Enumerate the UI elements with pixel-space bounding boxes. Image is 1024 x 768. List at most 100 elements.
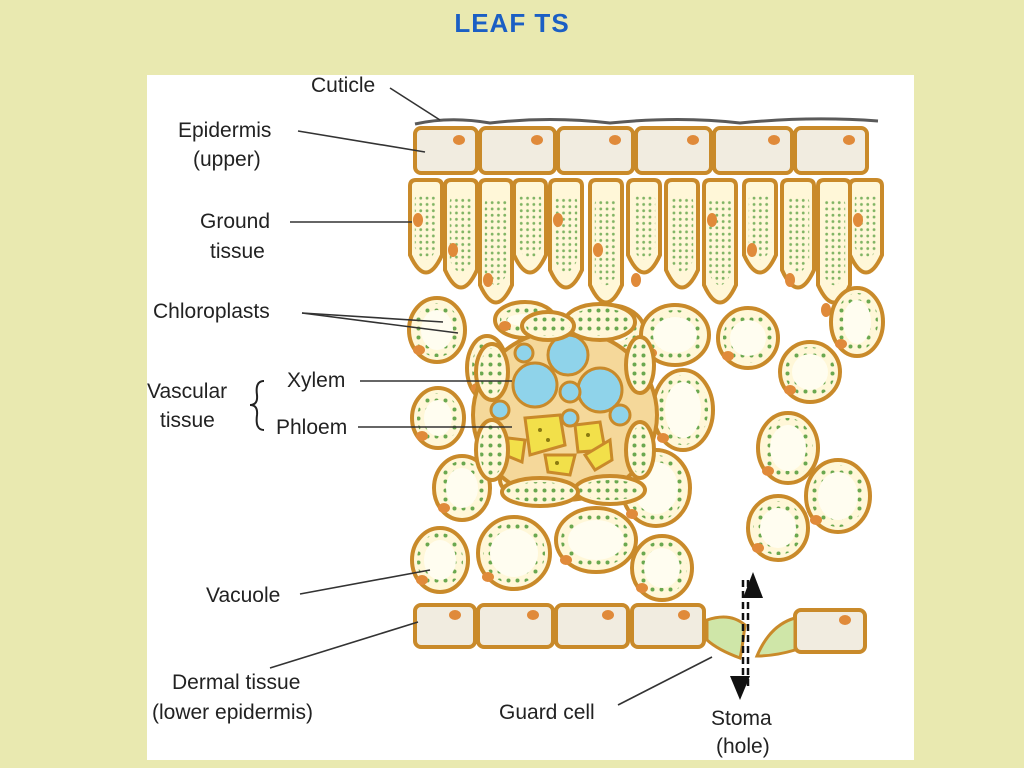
cuticle-layer (414, 117, 879, 126)
vacuole (770, 425, 806, 471)
nucleus (678, 610, 690, 620)
nucleus (762, 466, 774, 476)
vacuole (644, 548, 680, 588)
nucleus (413, 213, 423, 227)
label-guard-cell: Guard cell (499, 701, 595, 724)
page-title: LEAF TS (454, 8, 570, 38)
nucleus (438, 503, 450, 513)
epidermis-cell (630, 603, 706, 649)
vascular-bundle (471, 302, 659, 508)
xylem-vessels (489, 333, 632, 428)
nucleus (810, 515, 822, 525)
chloroplast-group (449, 197, 473, 273)
chloroplast-group (670, 197, 694, 273)
chloroplast-group (480, 424, 504, 476)
vacuole (730, 320, 766, 356)
nucleus (839, 615, 851, 625)
nucleus (768, 135, 780, 145)
vacuole (665, 382, 701, 438)
label-epidermis: Epidermis (178, 119, 271, 142)
epidermis-cell (554, 603, 630, 649)
chloroplast-group (594, 199, 618, 286)
epidermis-cell (793, 608, 867, 654)
label-chloroplasts: Chloroplasts (153, 300, 270, 323)
nucleus (785, 273, 795, 287)
nucleus (784, 385, 796, 395)
chloroplast-group (708, 199, 732, 286)
epidermis-cell (478, 126, 557, 175)
nucleus (449, 610, 461, 620)
ground-tissue (408, 178, 884, 317)
epidermis-cell (476, 603, 555, 649)
epidermis-cell (793, 126, 869, 175)
chloroplast-group (854, 195, 878, 260)
label-vascular: Vascular (147, 380, 227, 403)
chloroplast-group (506, 482, 574, 502)
chloroplast-group (630, 341, 650, 389)
label-vascular-tissue: tissue (160, 409, 215, 432)
nucleus (707, 213, 717, 227)
nucleus (609, 135, 621, 145)
nucleus (593, 243, 603, 257)
nucleus (527, 610, 539, 620)
chloroplast-group (822, 199, 846, 286)
nucleus (499, 321, 511, 331)
label-xylem: Xylem (287, 369, 345, 392)
lower-epidermis (413, 603, 867, 654)
epidermis-cell (634, 126, 713, 175)
vacuole (653, 317, 697, 353)
chloroplast-group (579, 480, 641, 500)
nucleus (843, 135, 855, 145)
nucleus (416, 575, 428, 585)
upper-epidermis (413, 126, 869, 175)
nucleus (483, 273, 493, 287)
guard-cell-right (754, 616, 797, 658)
label-vacuole: Vacuole (206, 584, 280, 607)
vacuole (568, 520, 624, 560)
vacuole (446, 468, 478, 508)
label-dermal: Dermal tissue (172, 671, 300, 694)
label-cuticle: Cuticle (311, 74, 375, 97)
chloroplast-group (630, 426, 650, 474)
epidermis-cell (413, 126, 479, 175)
chloroplast-group (632, 195, 656, 260)
nucleus (657, 433, 669, 443)
nucleus (853, 213, 863, 227)
vacuole (792, 354, 828, 390)
nucleus (687, 135, 699, 145)
nucleus (482, 572, 494, 582)
nucleus (531, 135, 543, 145)
label-dermal-lower: (lower epidermis) (152, 701, 313, 724)
vacuole (424, 540, 456, 580)
label-ground: Ground (200, 210, 270, 233)
nucleus (636, 583, 648, 593)
chloroplast-group (484, 199, 508, 286)
nucleus (722, 351, 734, 361)
nucleus (626, 509, 638, 519)
epidermis-cell (413, 603, 477, 649)
nucleus (553, 213, 563, 227)
chloroplast-group (554, 197, 578, 273)
chloroplast-group (414, 195, 438, 260)
chloroplast-group (518, 195, 542, 260)
vascular-brace (249, 380, 265, 431)
label-epidermis-upper: (upper) (193, 148, 261, 171)
label-stoma: Stoma (711, 707, 772, 730)
chloroplast-group (786, 197, 810, 273)
nucleus (453, 135, 465, 145)
nucleus (631, 273, 641, 287)
nucleus (416, 431, 428, 441)
guard-cell-left (705, 615, 747, 660)
nucleus (602, 610, 614, 620)
leader-lines (269, 87, 713, 706)
label-stoma-hole: (hole) (716, 735, 770, 758)
epidermis-cell (712, 126, 794, 175)
nucleus (835, 339, 847, 349)
nucleus (448, 243, 458, 257)
nucleus (560, 555, 572, 565)
chloroplast-group (748, 195, 772, 260)
vacuole (760, 508, 796, 548)
stoma-arrow (730, 572, 763, 700)
chloroplast-group (526, 316, 570, 336)
